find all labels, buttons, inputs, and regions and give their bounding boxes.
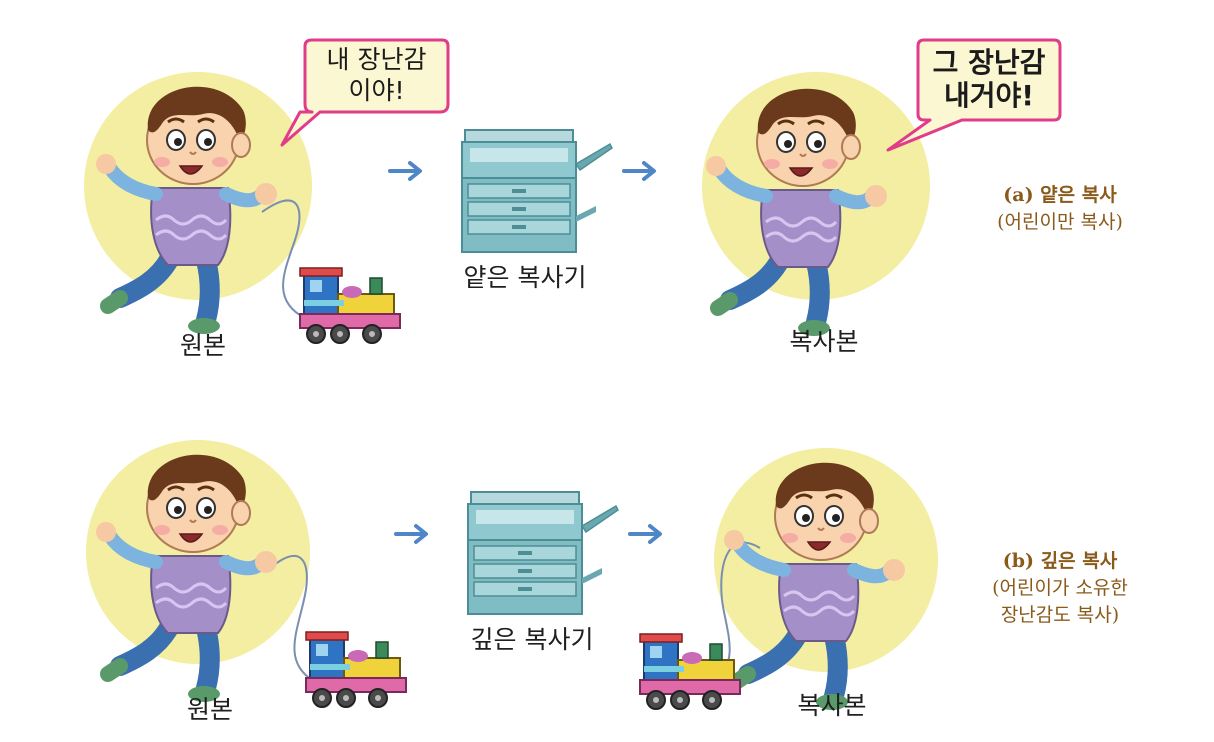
- toy-train-a: [299, 267, 401, 344]
- caption-a-title: (a) 얕은 복사: [1003, 184, 1117, 206]
- toy-train-copy-b: [639, 633, 741, 710]
- speech-bubble-original-a: [280, 38, 450, 147]
- copy-label-b: 복사본: [797, 691, 867, 720]
- speech-bubble-copy-a: [886, 38, 1062, 152]
- caption-b-title: (b) 깊은 복사: [1002, 550, 1118, 572]
- caption-b: (b) 깊은 복사 (어린이가 소유한 장난감도 복사): [950, 548, 1170, 629]
- speech-original-a-line1: 내 장난감: [326, 45, 427, 74]
- speech-original-a-line2: 이야!: [348, 76, 405, 105]
- speech-copy-a-line1: 그 장난감: [932, 46, 1046, 79]
- original-label-b: 원본: [186, 695, 233, 724]
- speech-copy-a: 그 장난감 내거야!: [918, 46, 1060, 112]
- caption-b-line2: 장난감도 복사): [1000, 604, 1120, 626]
- arrow-a2: [622, 161, 656, 181]
- toy-train-b: [305, 631, 407, 708]
- arrow-b1: [394, 524, 428, 544]
- row-a: [84, 38, 1062, 344]
- original-circle-a: [84, 72, 312, 300]
- copy-label-a: 복사본: [789, 327, 859, 356]
- caption-a-line1: (어린이만 복사): [997, 211, 1123, 233]
- toy-string-a: [261, 199, 306, 319]
- speech-copy-a-line2: 내거야!: [943, 79, 1035, 112]
- copier-a: [461, 129, 613, 253]
- copier-b: [467, 491, 619, 615]
- copier-label-a: 얕은 복사기: [463, 263, 587, 292]
- arrow-b2: [628, 524, 662, 544]
- caption-b-line1: (어린이가 소유한: [992, 577, 1128, 599]
- caption-a: (a) 얕은 복사 (어린이만 복사): [955, 182, 1165, 236]
- arrow-a1: [388, 161, 422, 181]
- toy-string-b: [265, 554, 313, 681]
- original-label-a: 원본: [179, 331, 226, 360]
- row-b: [86, 440, 938, 710]
- copier-label-b: 깊은 복사기: [470, 625, 594, 654]
- speech-original-a: 내 장난감 이야!: [305, 44, 448, 106]
